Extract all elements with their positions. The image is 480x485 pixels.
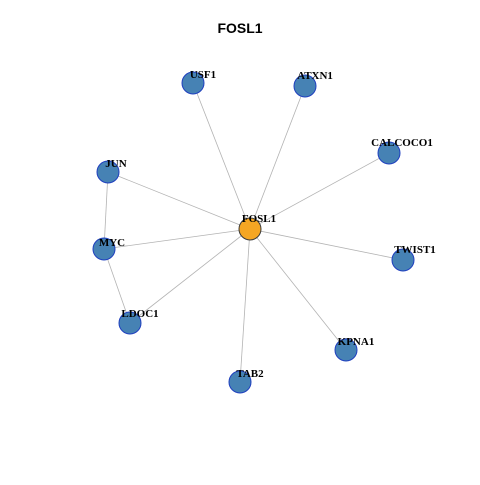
edge-fosl1-twist1 (249, 228, 404, 261)
diagram-title: FOSL1 (217, 20, 263, 36)
edge-fosl1-atxn1 (249, 85, 306, 230)
edge-fosl1-calcoco1 (249, 152, 390, 230)
node-atxn1 (293, 74, 317, 98)
edge-fosl1-tab2 (239, 228, 251, 383)
node-ldoc1 (118, 311, 142, 335)
node-twist1 (391, 248, 415, 272)
node-label-ldoc1: LDOC1 (121, 308, 158, 320)
node-tab2 (228, 370, 252, 394)
node-label-usf1: USF1 (190, 69, 216, 81)
node-label-twist1: TWIST1 (394, 244, 436, 256)
edge-fosl1-ldoc1 (129, 228, 251, 324)
nodes-layer (92, 71, 415, 394)
node-label-myc: MYC (99, 237, 125, 249)
edge-jun-myc (103, 171, 109, 250)
node-label-atxn1: ATXN1 (297, 70, 333, 82)
node-label-kpna1: KPNA1 (338, 336, 375, 348)
edge-fosl1-myc (103, 228, 251, 250)
node-kpna1 (334, 338, 358, 362)
node-jun (96, 160, 120, 184)
edges-layer (103, 82, 404, 383)
node-calcoco1 (377, 141, 401, 165)
node-label-fosl1: FOSL1 (242, 213, 276, 225)
node-label-tab2: TAB2 (236, 368, 264, 380)
node-label-calcoco1: CALCOCO1 (371, 137, 433, 149)
edge-fosl1-kpna1 (249, 228, 347, 351)
edge-fosl1-jun (107, 171, 251, 230)
edge-fosl1-usf1 (192, 82, 251, 230)
node-myc (92, 237, 116, 261)
node-label-jun: JUN (105, 158, 126, 170)
edge-myc-ldoc1 (103, 248, 131, 324)
node-usf1 (181, 71, 205, 95)
node-fosl1 (238, 217, 262, 241)
